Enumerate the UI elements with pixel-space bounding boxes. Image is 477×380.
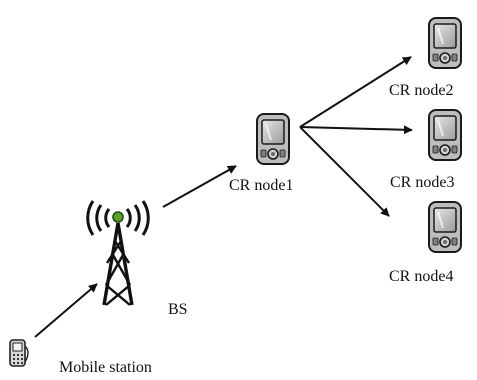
cr-node3-device-icon [428,109,462,161]
edge-cr1-cr3 [299,125,413,135]
cr-node1-device-icon [256,113,290,165]
label-cr-node2: CR node2 [389,82,453,99]
label-cr-node3: CR node3 [390,174,454,191]
edge-cr1-cr4 [299,126,390,217]
edge-mobile-bs [34,283,98,338]
edges [34,56,413,338]
edge-bs-cr1 [162,165,237,208]
cr-node2-device-icon [428,17,462,69]
edge-cr1-cr2 [299,56,412,128]
antenna-tower-icon [86,200,150,306]
label-mobile-station: Mobile station [59,359,152,376]
mobile-phone-icon [9,339,29,367]
cr-node4-device-icon [428,201,462,253]
label-bs: BS [168,301,188,318]
label-cr-node1: CR node1 [229,177,293,194]
label-cr-node4: CR node4 [389,268,453,285]
